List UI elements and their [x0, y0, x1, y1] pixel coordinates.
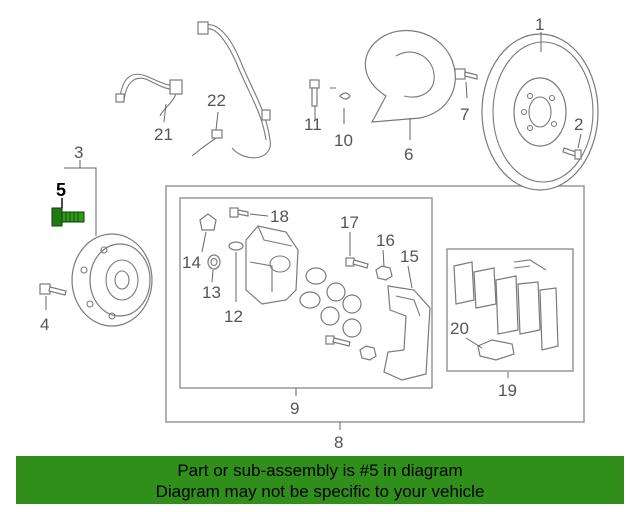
- hub-mounting-bolt: [39, 283, 67, 296]
- callout-13: 13: [202, 283, 221, 302]
- callout-8: 8: [334, 433, 343, 452]
- callout-4: 4: [40, 315, 49, 334]
- callout-9: 9: [290, 399, 299, 418]
- banner-line-2: Diagram may not be specific to your vehi…: [155, 482, 485, 501]
- caliper-pistons: [299, 267, 362, 338]
- callout-7: 7: [460, 105, 469, 124]
- callout-20: 20: [450, 319, 469, 338]
- callout-22: 22: [207, 91, 226, 110]
- callout-3: 3: [74, 143, 83, 162]
- knuckle-bolt: [309, 79, 336, 107]
- retainer-clip: [339, 92, 351, 100]
- parts-diagram: 1 2 7 6 11 10 22: [39, 15, 599, 452]
- callout-18: 18: [270, 207, 289, 226]
- hub-bearing: [71, 233, 153, 327]
- brake-rotor: [481, 33, 599, 191]
- bleeder-screw: [199, 213, 217, 231]
- caliper-lower-bolt: [325, 335, 377, 361]
- callout-6: 6: [404, 145, 413, 164]
- callout-14: 14: [182, 253, 201, 272]
- callout-5: 5: [56, 180, 66, 200]
- brake-pads: [453, 259, 559, 351]
- caliper-housing: [245, 225, 299, 305]
- pad-kit-frame: [446, 248, 574, 372]
- callout-11: 11: [304, 115, 322, 134]
- callout-1: 1: [535, 15, 544, 34]
- guide-bolt: [345, 257, 369, 269]
- callout-17: 17: [340, 213, 359, 232]
- callout-10: 10: [334, 131, 353, 150]
- caliper-bolt-18: [229, 207, 249, 218]
- banner-line-1: Part or sub-assembly is #5 in diagram: [177, 461, 463, 480]
- abs-sensor: [115, 73, 183, 117]
- hub-bolt-highlighted: [51, 207, 85, 227]
- info-banner: Part or sub-assembly is #5 in diagram Di…: [16, 456, 624, 504]
- callout-21: 21: [154, 125, 173, 144]
- pad-clip: [477, 339, 515, 361]
- caliper-seal: [228, 241, 244, 251]
- callout-2: 2: [574, 115, 583, 134]
- hub-group-bracket: [64, 167, 97, 236]
- caliper-assembly-frame: [165, 185, 585, 423]
- rotor-screw: [562, 147, 582, 160]
- bleeder-cap: [207, 254, 221, 270]
- callout-15: 15: [400, 247, 419, 266]
- callout-16: 16: [376, 231, 395, 250]
- abs-sensor-harness: [191, 21, 271, 159]
- caliper-bracket: [383, 285, 431, 381]
- dust-shield: [364, 29, 456, 123]
- guide-nut: [375, 265, 393, 281]
- callout-19: 19: [498, 381, 517, 400]
- callout-12: 12: [224, 307, 243, 326]
- caliper-subframe: [179, 197, 433, 389]
- shield-bolt: [454, 68, 478, 80]
